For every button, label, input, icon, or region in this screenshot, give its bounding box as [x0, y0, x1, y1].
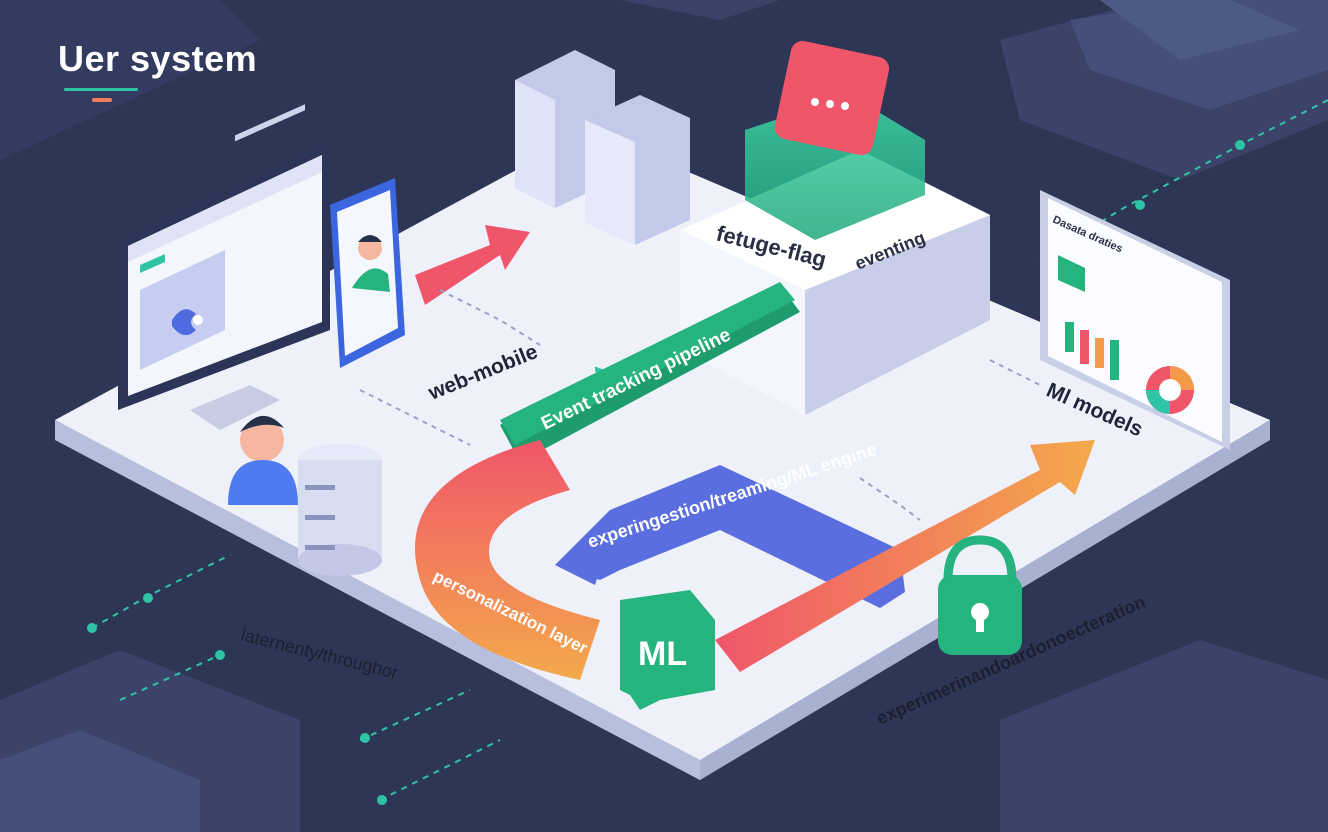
page-title: Uer system — [58, 38, 258, 79]
event-pipeline-belt — [500, 282, 800, 462]
ml-badge-label: ML — [638, 635, 687, 673]
lock-icon — [938, 535, 1022, 655]
title-underline — [64, 88, 138, 91]
desktop-monitor — [118, 104, 330, 430]
server-racks — [515, 50, 690, 383]
flag-eventing-block — [680, 40, 990, 415]
ml-badge — [620, 590, 715, 710]
user-database — [228, 415, 382, 576]
circuit-nodes — [87, 140, 1245, 805]
dotted-connectors — [359, 289, 1041, 521]
red-arrow — [415, 225, 530, 305]
dashboard-panel — [1040, 190, 1230, 450]
latency-label: laternenty/throughor — [239, 624, 400, 682]
personalization-curve — [415, 440, 600, 680]
circuit-lines — [91, 99, 1328, 801]
phone-device — [330, 178, 405, 368]
title-accent — [92, 98, 112, 102]
engine-blue-arrow — [555, 465, 905, 608]
orange-arrow — [715, 440, 1095, 672]
